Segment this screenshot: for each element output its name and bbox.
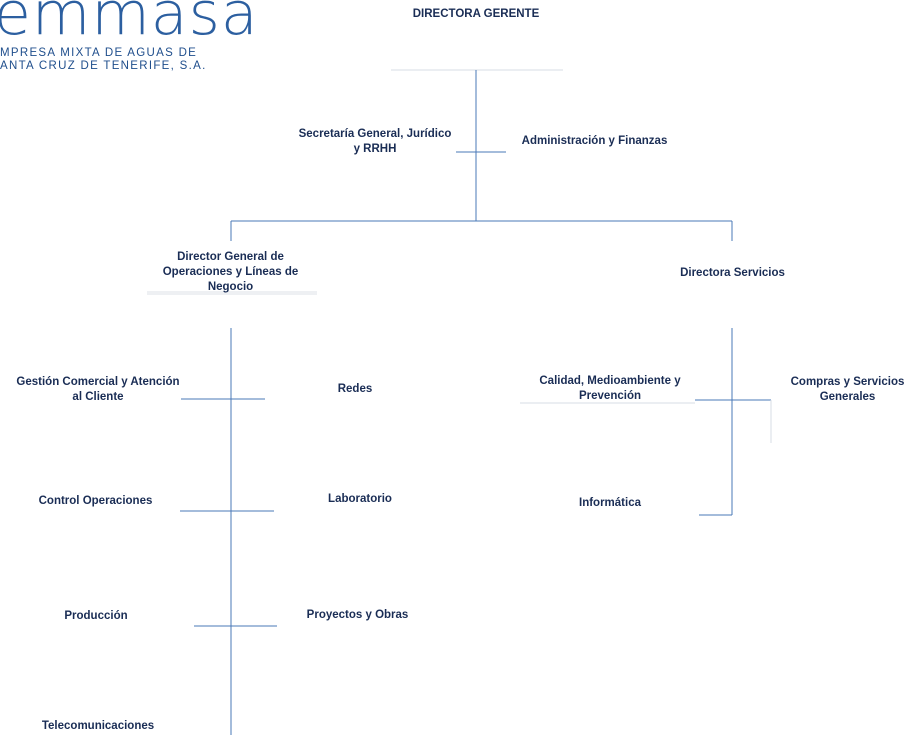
node-gestion-comercial: Gestión Comercial y Atención al Cliente — [3, 375, 193, 405]
node-label: Control Operaciones — [38, 495, 153, 507]
logo-tagline-2: ANTA CRUZ DE TENERIFE, S.A. — [0, 60, 207, 72]
node-proyectos-obras: Proyectos y Obras — [285, 608, 430, 623]
node-calidad-medioambiente: Calidad, Medioambiente y Prevención — [515, 374, 705, 404]
logo-wordmark: emmasa — [0, 0, 259, 49]
node-label: DIRECTORA GERENTE — [412, 8, 540, 20]
node-label: Administración y Finanzas — [521, 135, 668, 147]
node-compras-servicios: Compras y Servicios Generales — [780, 375, 915, 405]
node-label: al Cliente — [72, 391, 124, 403]
node-director-general-operaciones: Director General de Operaciones y Líneas… — [138, 250, 323, 295]
node-label: Secretaría General, Jurídico — [298, 128, 452, 140]
node-label: Director General de — [177, 251, 284, 263]
node-shade — [147, 291, 317, 295]
node-produccion: Producción — [46, 609, 146, 624]
node-label: Redes — [337, 383, 373, 395]
node-label: Proyectos y Obras — [306, 609, 409, 621]
node-administracion-finanzas: Administración y Finanzas — [507, 134, 682, 149]
node-label: Prevención — [579, 390, 641, 402]
node-laboratorio: Laboratorio — [310, 492, 410, 507]
node-telecomunicaciones: Telecomunicaciones — [28, 719, 168, 734]
node-label: Laboratorio — [328, 493, 392, 505]
node-label: y RRHH — [353, 143, 397, 155]
node-label: Compras y Servicios — [790, 376, 905, 388]
node-label: Generales — [819, 391, 876, 403]
logo-tagline-1: MPRESA MIXTA DE AGUAS DE — [0, 47, 198, 59]
node-redes: Redes — [315, 382, 395, 397]
node-control-operaciones: Control Operaciones — [23, 494, 168, 509]
node-directora-gerente: DIRECTORA GERENTE — [376, 7, 576, 22]
node-informatica: Informática — [560, 496, 660, 511]
node-label: Informática — [579, 497, 641, 509]
node-label: Operaciones y Líneas de — [162, 266, 299, 278]
node-label: Negocio — [207, 281, 254, 293]
node-label: Gestión Comercial y Atención — [16, 376, 180, 388]
node-directora-servicios: Directora Servicios — [660, 266, 805, 281]
node-label: Producción — [64, 610, 128, 622]
node-label: Calidad, Medioambiente y — [539, 375, 681, 387]
node-secretaria-general: Secretaría General, Jurídico y RRHH — [275, 127, 475, 157]
node-label: Telecomunicaciones — [41, 720, 155, 732]
company-logo: emmasa MPRESA MIXTA DE AGUAS DE ANTA CRU… — [0, 0, 258, 80]
node-label: Directora Servicios — [680, 267, 785, 279]
